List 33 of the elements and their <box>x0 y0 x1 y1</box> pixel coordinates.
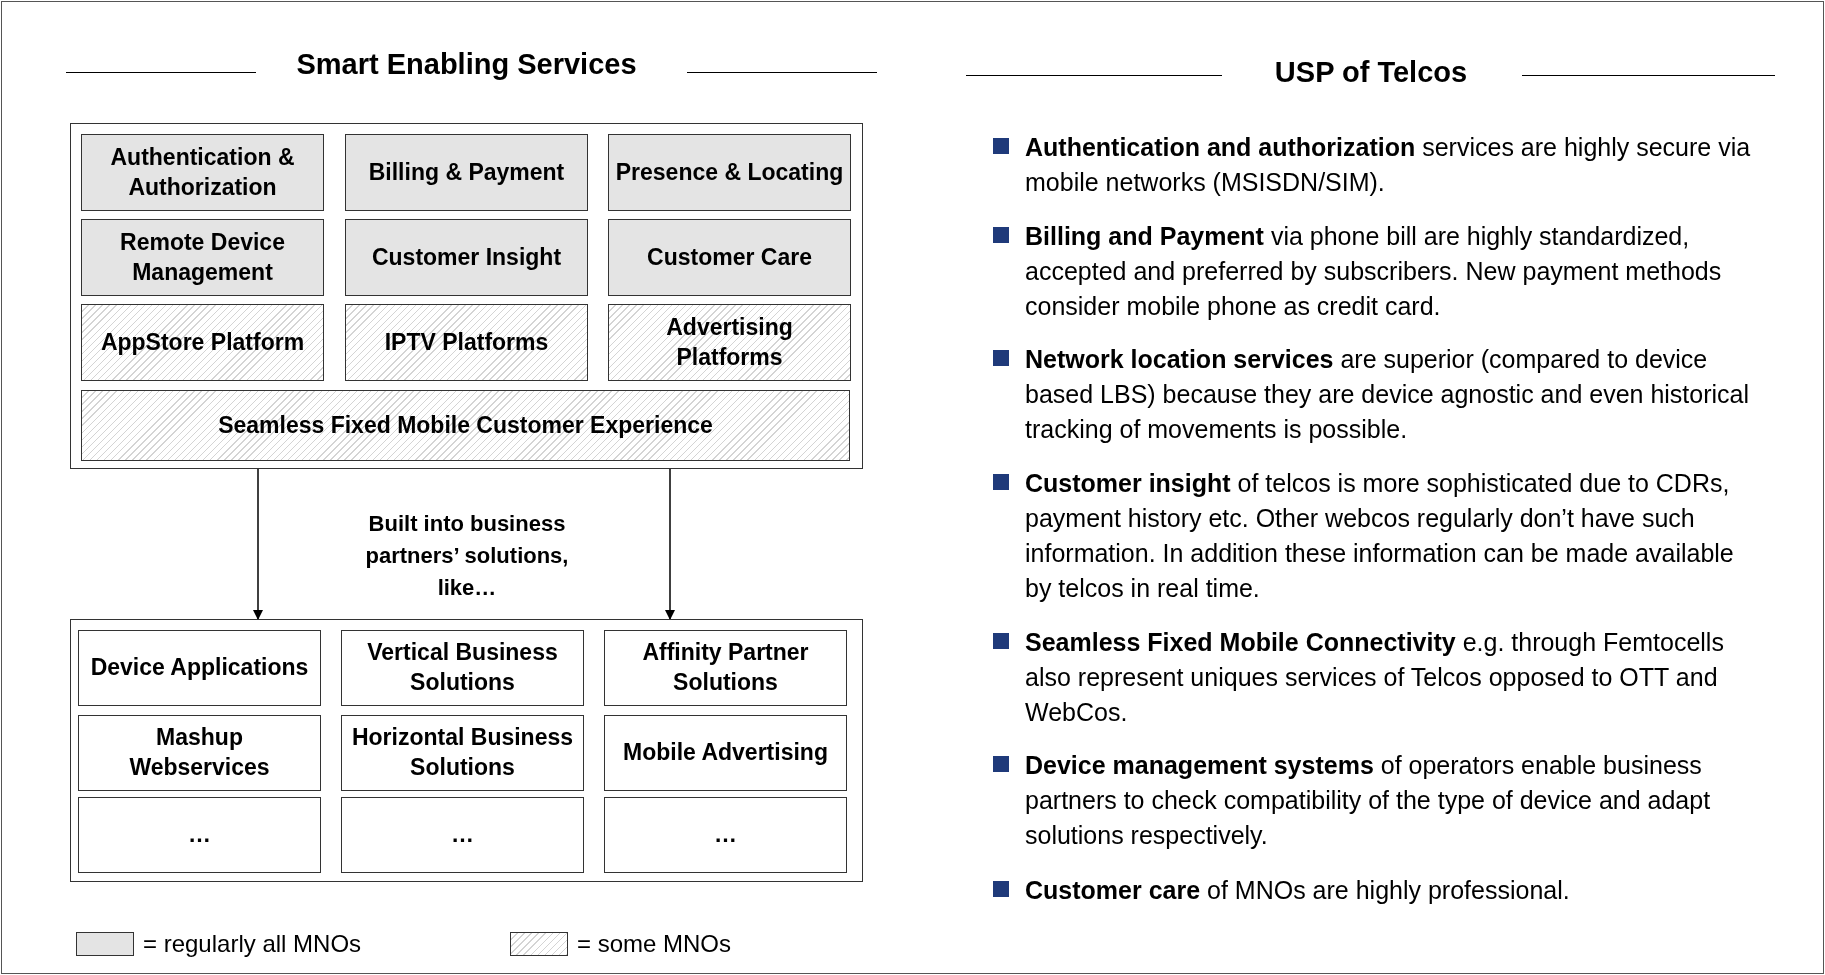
service-box: Horizontal Business Solutions <box>341 715 584 791</box>
service-box: Seamless Fixed Mobile Customer Experience <box>81 390 850 461</box>
service-box: Device Applications <box>78 630 321 706</box>
bullet-text: Network location services are superior (compared to device based LBS) because they are device agnostic and even historical tracking of movements is possible. <box>1025 344 1751 445</box>
service-box: Affinity Partner Solutions <box>604 630 847 706</box>
legend-text: = regularly all MNOs <box>143 930 362 958</box>
section-heading: USP of Telcos <box>1274 56 1468 89</box>
service-box: Presence & Locating <box>608 134 851 211</box>
service-box: … <box>604 797 847 873</box>
service-box: Customer Care <box>608 219 851 296</box>
service-box: AppStore Platform <box>81 304 324 381</box>
service-box: Advertising Platforms <box>608 304 851 381</box>
service-box: Customer Insight <box>345 219 588 296</box>
bullet-text: Seamless Fixed Mobile Connectivity e.g. through Femtocells also represent uniques services of Telcos opposed to OTT and WebCos. <box>1025 627 1725 728</box>
bullet-text: Authentication and authorization services are highly secure via mobile networks (MSISDN/SIM). <box>1025 132 1752 198</box>
service-box: Remote Device Management <box>81 219 324 296</box>
service-box: Mobile Advertising <box>604 715 847 791</box>
service-box: Mashup Webservices <box>78 715 321 791</box>
legend-text: = some MNOs <box>577 930 732 958</box>
arrow <box>665 468 675 620</box>
section-heading: Smart Enabling Services <box>296 48 637 81</box>
service-box: Vertical Business Solutions <box>341 630 584 706</box>
note-text: Built into business partners’ solutions, like… <box>364 510 570 602</box>
bullet-text: Billing and Payment via phone bill are highly standardized, accepted and preferred by subscribers. New payment methods consider mobile phone as credit card. <box>1025 221 1723 322</box>
service-box: IPTV Platforms <box>345 304 588 381</box>
bullet-text: Device management systems of operators enable business partners to check compatibility of the type of device and adapt solutions respectively. <box>1025 750 1712 851</box>
bullet-text: Customer care of MNOs are highly professional. <box>1025 875 1571 906</box>
service-box: … <box>78 797 321 873</box>
bullet-text: Customer insight of telcos is more sophisticated due to CDRs, payment history etc. Other webcos regularly don’t have such information. In addition these information can be made available by telcos in real time. <box>1025 468 1735 604</box>
service-box: … <box>341 797 584 873</box>
service-box: Authentication & Authorization <box>81 134 324 211</box>
arrow <box>253 468 263 620</box>
service-box: Billing & Payment <box>345 134 588 211</box>
